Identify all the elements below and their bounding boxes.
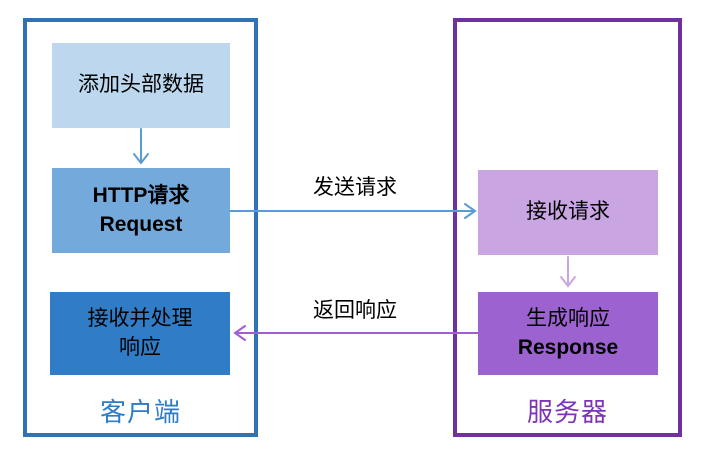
client-panel-label: 客户端 xyxy=(99,397,181,427)
client-box-receive-response: 接收并处理 响应 xyxy=(50,292,230,375)
server-box-receive-request-text: 接收请求 xyxy=(526,200,610,224)
client-box-add-header-text: 添加头部数据 xyxy=(78,73,204,97)
client-box-add-header: 添加头部数据 xyxy=(52,43,230,128)
client-box-http-request-line2: Request xyxy=(99,212,183,236)
arrow-send-request xyxy=(229,203,477,219)
client-panel xyxy=(23,18,258,437)
server-box-receive-request: 接收请求 xyxy=(478,170,658,255)
client-box-http-request-line1: HTTP请求 xyxy=(92,184,190,208)
server-box-generate-response-line1: 生成响应 xyxy=(526,307,610,331)
return-response-label: 返回响应 xyxy=(313,299,397,322)
send-request-label: 发送请求 xyxy=(313,176,397,199)
arrow-return-response xyxy=(233,325,479,341)
server-box-generate-response-line2: Response xyxy=(517,335,619,359)
client-box-receive-response-line1: 接收并处理 xyxy=(87,307,193,331)
server-panel-label: 服务器 xyxy=(526,397,608,427)
client-box-http-request: HTTP请求 Request xyxy=(52,168,230,253)
server-panel xyxy=(453,18,682,437)
server-box-generate-response: 生成响应 Response xyxy=(478,292,658,375)
client-box-receive-response-line2: 响应 xyxy=(119,335,161,359)
